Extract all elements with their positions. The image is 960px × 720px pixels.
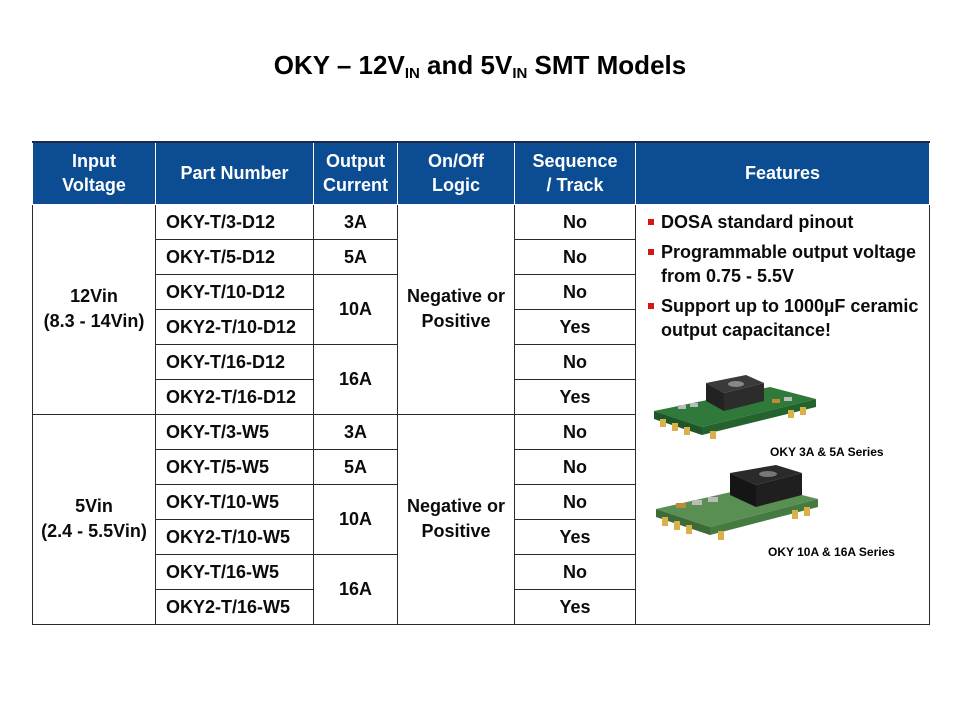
output-current-cell: 3A <box>313 413 398 450</box>
sequence-cell: Yes <box>514 308 636 345</box>
part-number-cell: OKY-T/16-D12 <box>155 343 314 380</box>
image-caption: OKY 10A & 16A Series <box>768 544 895 559</box>
feature-item: DOSA standard pinout <box>648 210 921 234</box>
part-number-cell: OKY2-T/16-D12 <box>155 378 314 415</box>
sequence-cell: No <box>514 413 636 450</box>
table-row: OKY2-T/10-W5 Yes <box>33 518 930 555</box>
header-sequence-track: Sequence/ Track <box>514 141 636 205</box>
output-current-cell: 10A <box>313 273 398 345</box>
sequence-cell: Yes <box>514 588 636 625</box>
output-current-cell: 10A <box>313 483 398 555</box>
square-bullet-icon <box>648 218 654 225</box>
part-number-cell: OKY-T/5-D12 <box>155 238 314 275</box>
part-number-cell: OKY2-T/10-D12 <box>155 308 314 345</box>
sequence-cell: Yes <box>514 378 636 415</box>
oky-3a-5a-module-image <box>654 374 816 439</box>
output-current-cell: 16A <box>313 343 398 415</box>
table-row: 5Vin(2.4 - 5.5Vin) OKY-T/3-W5 3A Negativ… <box>32 413 930 625</box>
table-row: OKY2-T/10-D12 Yes <box>33 308 930 345</box>
features-list: DOSA standard pinout Programmable output… <box>648 210 921 342</box>
square-bullet-icon <box>648 302 654 309</box>
table-row: OKY-T/5-W5 5A No <box>33 448 930 485</box>
sequence-cell: No <box>514 483 636 520</box>
input-voltage-cell: 12Vin(8.3 - 14Vin) <box>32 203 156 415</box>
part-number-cell: OKY-T/3-W5 <box>155 413 314 450</box>
page-title: OKY – 12VIN and 5VIN SMT Models <box>273 50 687 82</box>
part-number-cell: OKY-T/10-W5 <box>155 483 314 520</box>
part-number-cell: OKY2-T/10-W5 <box>155 518 314 555</box>
table-row: OKY2-T/16-W5 Yes <box>33 588 930 625</box>
table-row: OKY-T/5-D12 5A No <box>33 238 930 275</box>
sequence-cell: No <box>514 553 636 590</box>
sequence-cell: No <box>514 203 636 240</box>
output-current-cell: 5A <box>313 448 398 485</box>
sequence-cell: No <box>514 343 636 380</box>
part-number-cell: OKY-T/16-W5 <box>155 553 314 590</box>
table-row: OKY-T/16-W5 16A No <box>33 553 930 625</box>
output-current-cell: 5A <box>313 238 398 275</box>
square-bullet-icon <box>648 248 654 255</box>
oky-10a-16a-module-image <box>656 464 818 540</box>
table-row: OKY2-T/16-D12 Yes <box>33 378 930 415</box>
sequence-cell: No <box>514 273 636 310</box>
part-number-cell: OKY-T/5-W5 <box>155 448 314 485</box>
part-number-cell: OKY2-T/16-W5 <box>155 588 314 625</box>
output-current-cell: 16A <box>313 553 398 625</box>
header-part-number: Part Number <box>155 141 314 205</box>
sequence-cell: No <box>514 238 636 275</box>
input-voltage-cell: 5Vin(2.4 - 5.5Vin) <box>32 413 156 625</box>
output-current-cell: 3A <box>313 203 398 240</box>
table-row: OKY-T/16-D12 16A No <box>33 343 930 415</box>
image-caption: OKY 3A & 5A Series <box>770 444 884 459</box>
sequence-cell: Yes <box>514 518 636 555</box>
features-cell: DOSA standard pinout Programmable output… <box>635 203 930 625</box>
table-row: OKY-T/10-D12 10A No <box>33 273 930 345</box>
part-number-cell: OKY-T/3-D12 <box>155 203 314 240</box>
sequence-cell: No <box>514 448 636 485</box>
header-features: Features <box>635 141 930 205</box>
part-number-cell: OKY-T/10-D12 <box>155 273 314 310</box>
table-row: 12Vin(8.3 - 14Vin) OKY-T/3-D12 3A Negati… <box>32 203 930 625</box>
